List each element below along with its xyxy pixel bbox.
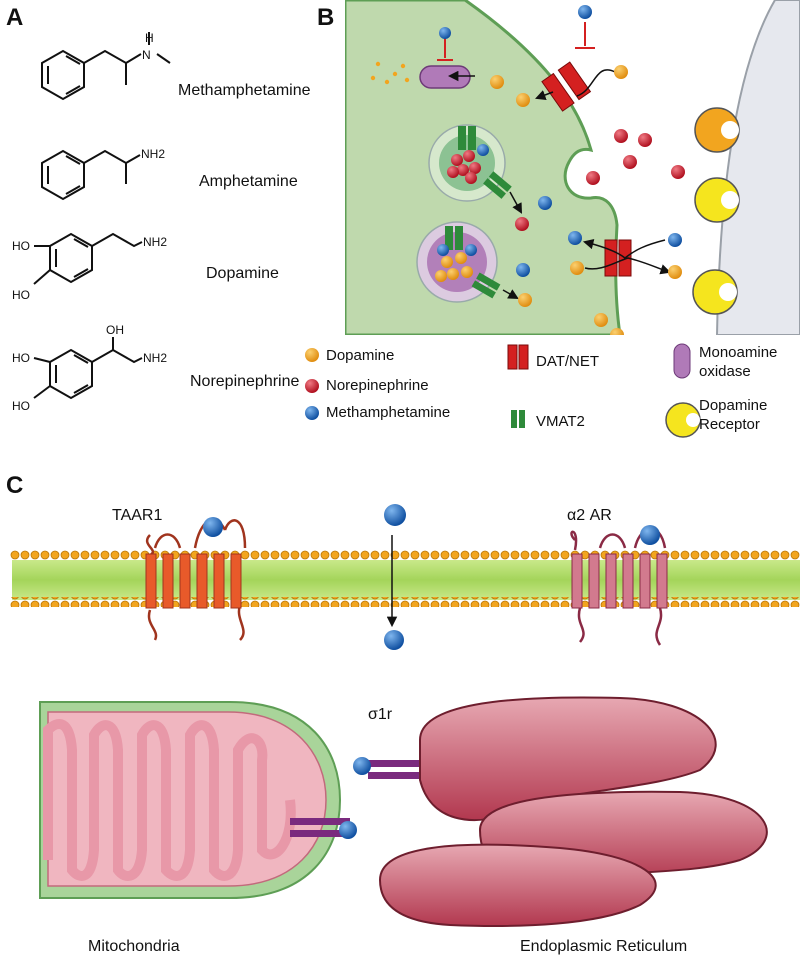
sigma1r-complex — [290, 757, 428, 839]
molecule-name-norepinephrine: Norepinephrine — [190, 373, 300, 390]
atom-label: NH2 — [143, 351, 167, 365]
chemical-structures: H N NH2 HO HO NH2 OH HO NH2 HO — [12, 31, 171, 413]
dopamine-structure — [33, 232, 143, 285]
methamphetamine-structure — [41, 32, 171, 101]
legend-mao-label-line1: Monoamine — [699, 344, 778, 361]
lipid-heads-outer — [10, 550, 800, 560]
panel-letter-a: A — [6, 4, 24, 31]
legend-vmat2-icon — [511, 410, 525, 428]
endoplasmic-reticulum — [378, 696, 768, 927]
methamphetamine-diffusion — [384, 504, 406, 650]
dopamine-receptors — [692, 107, 740, 315]
legend-mao-icon — [673, 343, 691, 379]
mitochondria-label: Mitochondria — [88, 938, 180, 955]
atom-label: N — [142, 48, 151, 62]
legend-vmat2-label: VMAT2 — [536, 413, 585, 430]
legend-dat-net-icon — [507, 344, 529, 370]
vesicle-dopamine — [416, 221, 532, 307]
dat-net-transporter-top — [490, 5, 628, 112]
legend-dopamine-icon — [305, 348, 319, 362]
alpha2-ar-receptor — [570, 525, 668, 646]
atom-label: OH — [106, 323, 124, 337]
molecule-name-amphetamine: Amphetamine — [199, 173, 298, 190]
atom-label: HO — [12, 288, 30, 302]
legend-methamphetamine-icon — [305, 406, 319, 420]
legend-norepinephrine-label: Norepinephrine — [326, 377, 429, 394]
degraded-dopamine — [370, 61, 410, 85]
monoamine-oxidase — [419, 27, 475, 89]
legend-methamphetamine-label: Methamphetamine — [326, 404, 451, 421]
amphetamine-structure — [41, 149, 141, 201]
legend-receptor-label-line2: Receptor — [699, 416, 760, 433]
synaptic-cleft-molecules — [586, 129, 685, 335]
legend-receptor-label-line1: Dopamine — [699, 397, 768, 414]
taar1-receptor — [145, 517, 247, 641]
molecule-name-dopamine: Dopamine — [206, 265, 279, 282]
atom-label: HO — [12, 351, 30, 365]
dat-net-transporter-bottom — [568, 231, 682, 279]
vesicle-norepinephrine — [428, 124, 552, 231]
atom-label: NH2 — [143, 235, 167, 249]
synapse-diagram — [345, 0, 800, 335]
molecule-name-methamphetamine: Methamphetamine — [178, 82, 311, 99]
atom-label: H — [145, 31, 154, 45]
lipid-heads-inner — [10, 597, 800, 607]
er-label: Endoplasmic Reticulum — [520, 938, 688, 955]
taar1-label: TAAR1 — [112, 507, 163, 524]
alpha2-ar-label: α2 AR — [567, 507, 612, 524]
legend-norepinephrine-icon — [305, 379, 319, 393]
lipid-bilayer — [12, 560, 800, 600]
mitochondrion — [39, 701, 342, 899]
legend-mao-label: Monoamine oxidase — [699, 343, 777, 381]
cell-membrane-diagram — [10, 504, 800, 650]
legend-dat-net-label: DAT/NET — [536, 353, 600, 370]
panel-letter-b: B — [317, 4, 335, 31]
sigma1r-label: σ1r — [368, 706, 393, 723]
legend-dopamine-label: Dopamine — [326, 347, 395, 364]
atom-label: HO — [12, 239, 30, 253]
atom-label: NH2 — [141, 147, 165, 161]
panel-letter-c: C — [6, 472, 24, 499]
atom-label: HO — [12, 399, 30, 413]
norepinephrine-structure — [33, 337, 143, 400]
legend-receptor-icon — [665, 402, 701, 438]
legend-mao-label-line2: oxidase — [699, 363, 751, 380]
organelles-diagram — [39, 696, 768, 927]
legend-icons — [305, 343, 701, 438]
